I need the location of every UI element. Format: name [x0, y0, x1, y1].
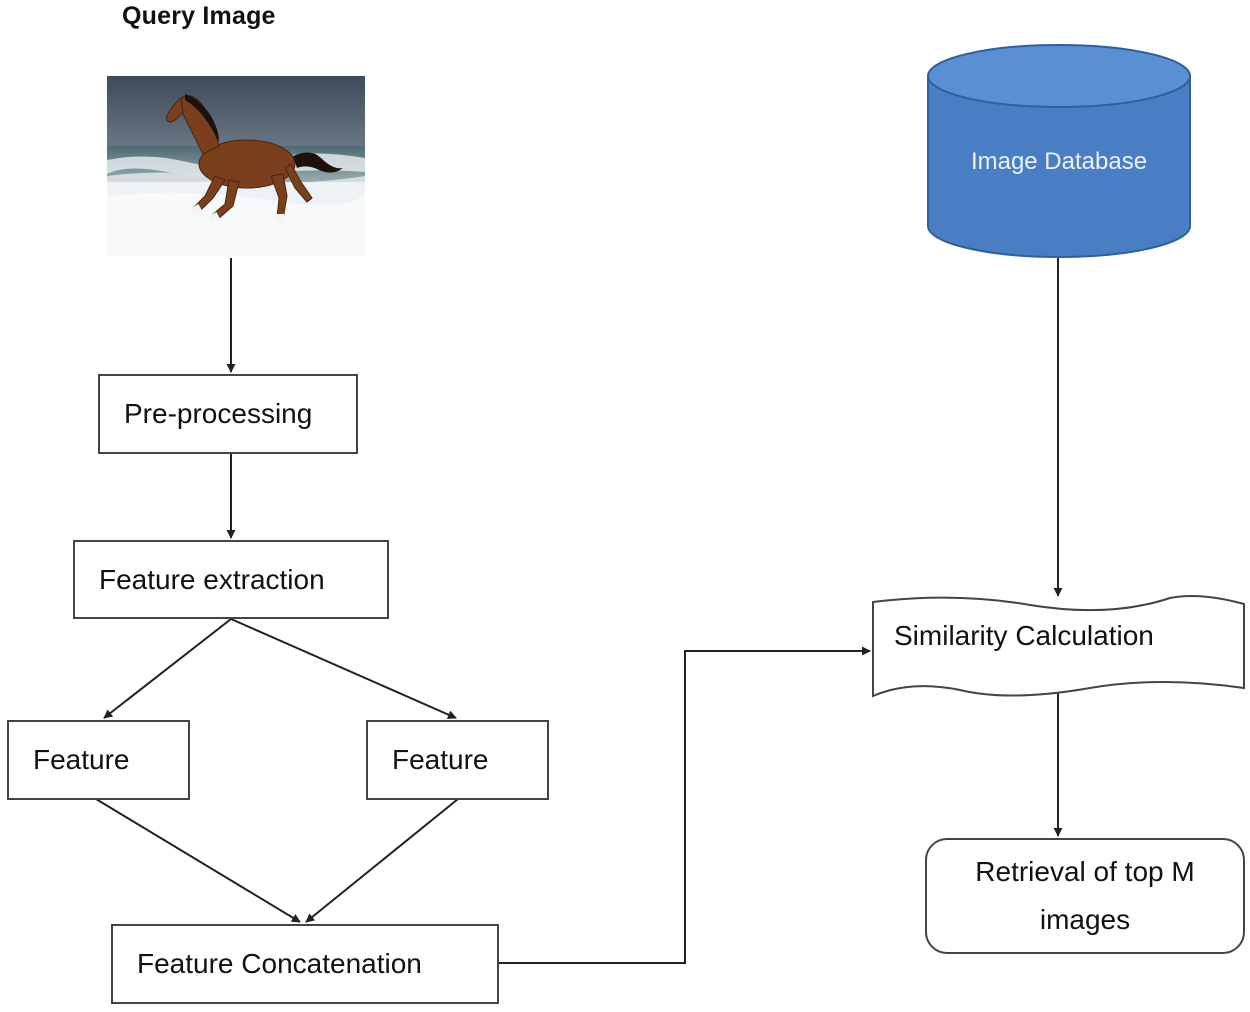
- feature-concatenation-box: Feature Concatenation: [111, 924, 499, 1004]
- feature-extraction-box: Feature extraction: [73, 540, 389, 619]
- feature-extraction-label: Feature extraction: [99, 563, 325, 595]
- feature-right-label: Feature: [392, 744, 489, 775]
- query-image-photo: [107, 76, 365, 256]
- feature-concatenation-label: Feature Concatenation: [137, 948, 422, 979]
- arrow-concat-to-similarity: [498, 646, 871, 964]
- image-database-cylinder: [927, 44, 1191, 258]
- preprocessing-box: Pre-processing: [98, 374, 358, 454]
- arrow-extraction-to-feature-left: [103, 618, 232, 719]
- feature-right-box: Feature: [366, 720, 549, 800]
- preprocessing-label: Pre-processing: [124, 398, 313, 429]
- feature-left-label: Feature: [33, 744, 130, 775]
- arrow-feature-right-to-concat: [305, 798, 459, 923]
- similarity-document-shape: [872, 595, 1245, 698]
- retrieval-box: Retrieval of top M images: [925, 838, 1245, 954]
- arrow-feature-left-to-concat: [95, 798, 301, 923]
- similarity-calculation-label: Similarity Calculation: [894, 620, 1154, 651]
- feature-left-box: Feature: [7, 720, 190, 800]
- horse-photo-illustration: [107, 76, 365, 256]
- retrieval-label: Retrieval of top M images: [975, 856, 1195, 935]
- arrow-extraction-to-feature-right: [230, 618, 457, 719]
- image-database-label: Image Database: [970, 148, 1148, 175]
- query-image-title: Query Image: [122, 2, 276, 30]
